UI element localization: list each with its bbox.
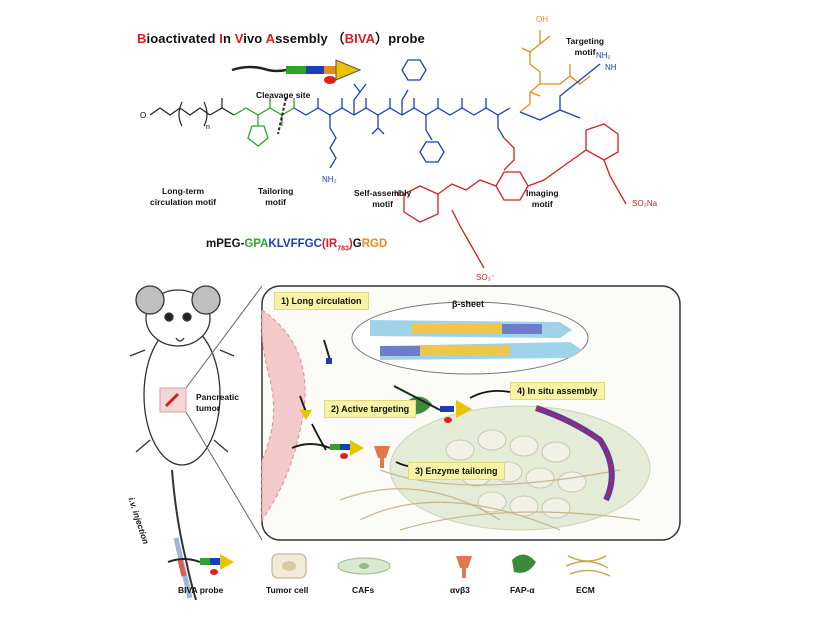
self-assembly-line2: motif [372,199,393,209]
integrin-receptor-icon [374,446,390,468]
beta-sheet-strands [370,320,582,360]
diagram-title: Bioactivated In Vivo Assembly （BIVA）prob… [137,28,425,47]
seq-imaging-close: ) [348,238,353,250]
imaging-line1: Imaging [526,188,559,198]
tailoring-line2: motif [265,197,287,207]
legend-label-biva-probe: BIVA probe [178,585,224,595]
n-plus-label: N⁺ [394,189,404,198]
long-term-line1: Long-term [162,186,205,196]
beta-sheet-label: β-sheet [452,299,485,309]
title-part: ioactivated [146,31,220,46]
peptide-sequence: mPEG-GPAKLVFFGC(IR783)GRGD [206,238,387,252]
blood-vessel [261,309,306,522]
self-assembly-motif-label: Self-assembly motif [354,188,411,210]
legend-fap-icon [512,554,536,573]
seq-tailoring: GPA [244,238,269,250]
legend-label-integrin: αvβ3 [450,585,470,595]
step-enzyme-tailoring: 3) Enzyme tailoring [408,462,505,480]
legend-ecm-icon [565,555,611,577]
title-part: ivo [243,31,266,46]
targeting-motif-label: Targeting motif [566,36,604,58]
imaging-line2: motif [531,199,553,209]
targeting-motif-structure [519,30,591,113]
pancreatic-tumor-label: Pancreatic tumor [196,392,239,414]
zoom-line-top [185,285,263,389]
seq-imaging-open: (IR [321,238,338,250]
tumor-probe-icon [164,392,180,408]
title-part: B [137,31,147,46]
tailoring-motif-label: Tailoring motif [258,186,293,208]
seq-prefix: mPEG- [206,238,245,250]
ecm-fibers [339,469,641,531]
imaging-motif-label: Imaging motif [526,188,559,210]
legend-integrin-icon [456,556,472,578]
self-assembly-line1: Self-assembly [354,188,412,198]
legend-tumor-cell-icon [271,553,307,579]
probe-near-integrin-icon [291,440,364,459]
oh-label: OH [536,15,548,24]
tumor-line2: tumor [196,403,221,413]
long-term-line2: circulation motif [150,197,217,207]
nh2-top-label: NH₂ [596,51,611,60]
step-long-circulation: 1) Long circulation [274,292,369,310]
svg-text:O: O [140,111,146,120]
syringe-icon [173,537,193,599]
legend-label-cafs: CAFs [352,585,375,595]
long-term-circulation-label: Long-term circulation motif [150,186,216,208]
nh2-label: NH₂ [322,175,337,184]
seq-linker: G [352,238,362,250]
step-in-situ-assembly: 4) In situ assembly [510,382,605,400]
legend-label-fap: FAP-α [510,585,535,595]
so3na-label: SO₃Na [632,199,658,208]
legend-caf-icon [337,557,391,575]
title-part: ）probe [375,31,425,46]
seq-targeting: RGD [361,238,388,250]
probe-in-vessel-icon [299,339,332,420]
peg-subscript: n [206,124,210,131]
title-part: V [234,31,244,46]
probe-cleaving-icon [393,385,472,423]
tumor-line1: Pancreatic [196,392,239,402]
title-part: BIVA [344,31,376,46]
seq-imaging-sub: 783 [337,245,349,253]
peg-chain [149,98,235,127]
legend-label-tumor-cell: Tumor cell [266,585,309,595]
so3-label: SO₃⁻ [476,273,495,282]
seq-assembly: KLVFFGC [268,238,322,250]
targeting-motif-line1: Targeting [566,36,605,46]
title-part: n [222,31,235,46]
step-active-targeting: 2) Active targeting [324,400,417,418]
zoom-line-bottom [185,411,263,541]
targeting-motif-line2: motif [574,47,596,57]
title-part: ssembly （ [275,31,345,46]
title-part: I [219,31,223,46]
title-part: A [265,31,276,46]
biva-probe-header-icon [231,59,362,84]
tailoring-line1: Tailoring [258,186,294,196]
cleavage-site-label: Cleavage site [256,90,311,100]
self-assembly-motif-structure [293,59,511,169]
cleavage-site-line [277,97,287,135]
imaging-motif-structure [403,123,627,269]
nh-label: NH [605,63,617,72]
legend-label-ecm: ECM [576,585,595,595]
legend-biva-probe-icon [167,554,234,575]
beta-sheet-bubble [351,301,589,375]
